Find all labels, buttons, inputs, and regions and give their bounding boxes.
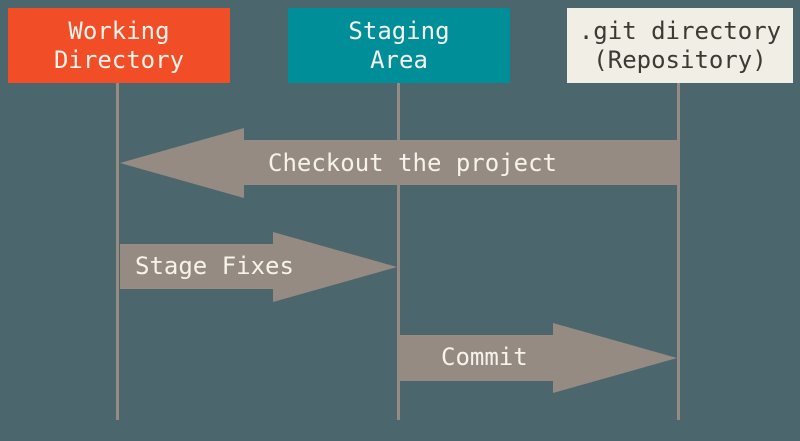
working-directory-box: Working Directory <box>8 8 230 83</box>
git-directory-label-line2: (Repository) <box>593 45 767 74</box>
staging-area-label-line1: Staging <box>348 16 450 45</box>
commit-arrow-shape <box>400 323 677 393</box>
staging-area-label-line2: Area <box>370 45 428 74</box>
stage-fixes-arrow-shape <box>120 232 397 302</box>
working-directory-label-line1: Working <box>68 16 170 45</box>
commit-arrow-label: Commit <box>441 343 528 371</box>
working-directory-label-line2: Directory <box>53 45 185 74</box>
staging-area-lifeline <box>397 83 400 420</box>
stage-fixes-arrow-label: Stage Fixes <box>135 252 294 280</box>
git-directory-lifeline <box>677 83 680 420</box>
checkout-arrow-label: Checkout the project <box>268 149 557 177</box>
working-directory-lifeline <box>116 83 119 420</box>
checkout-arrow-shape <box>120 128 680 198</box>
git-directory-label-line1: .git directory <box>578 16 782 45</box>
git-directory-box: .git directory (Repository) <box>567 8 793 83</box>
staging-area-box: Staging Area <box>288 8 510 83</box>
